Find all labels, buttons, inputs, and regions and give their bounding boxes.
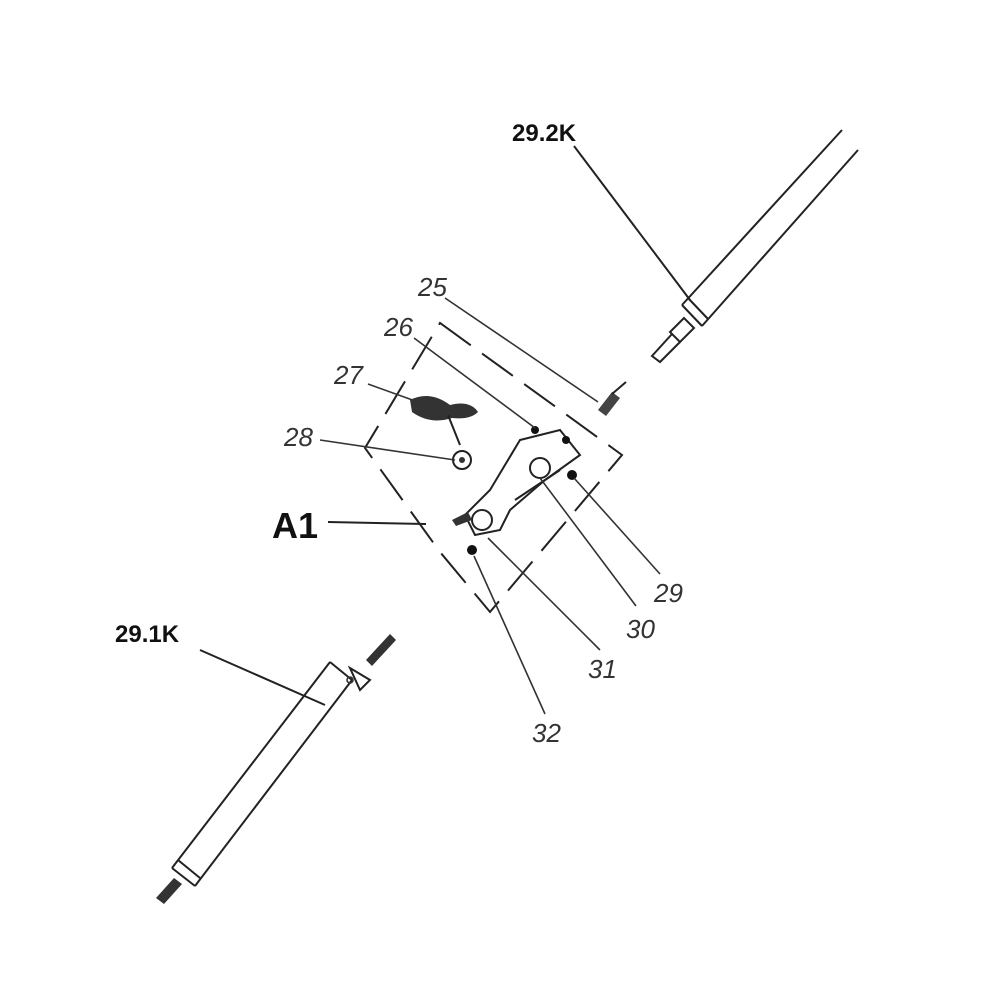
upper-tube-29-2k: [650, 129, 859, 364]
label-28: 28: [283, 422, 313, 452]
label-a1: A1: [272, 505, 318, 546]
label-25: 25: [417, 272, 447, 302]
label-31: 31: [588, 654, 617, 684]
assembly-outline: [363, 321, 624, 614]
label-29-1k: 29.1K: [115, 621, 180, 648]
label-29: 29: [653, 578, 683, 608]
lower-tube-29-1k: [156, 634, 396, 904]
hinge-assembly: [410, 381, 627, 555]
label-29-2k: 29.2K: [512, 120, 577, 147]
label-32: 32: [532, 718, 561, 748]
leader-lines: [199, 145, 691, 715]
label-26: 26: [383, 312, 413, 342]
label-30: 30: [626, 614, 655, 644]
label-27: 27: [333, 360, 364, 390]
